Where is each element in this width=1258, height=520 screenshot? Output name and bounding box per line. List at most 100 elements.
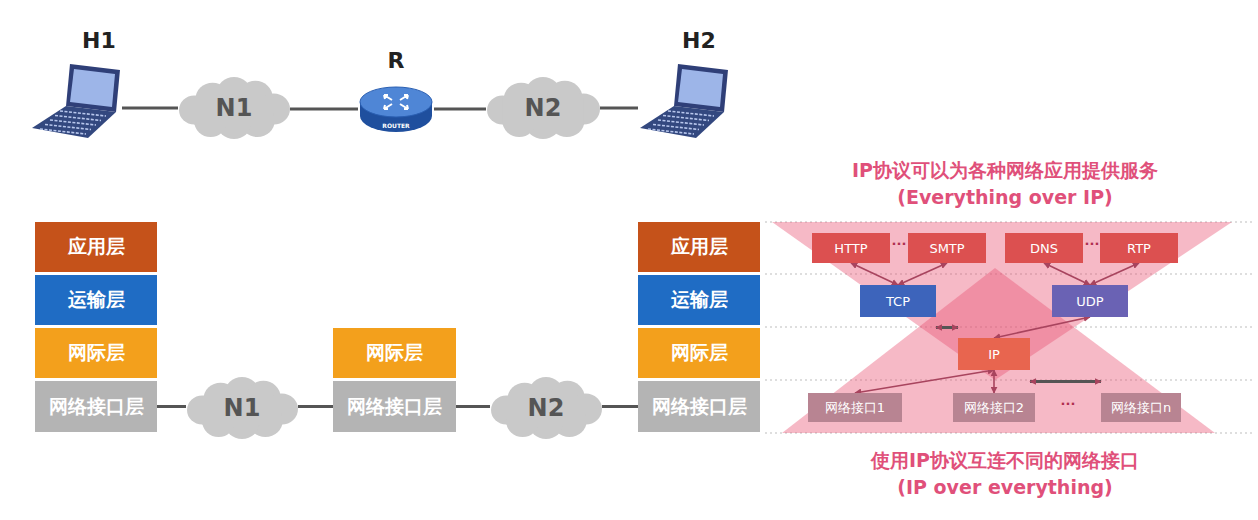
box-label: TCP [886,294,910,309]
network-link [434,108,486,111]
application-layer: 应用层 [638,222,760,272]
network-link [157,405,186,408]
protocol-arrow [898,263,947,285]
box-label: 网络接口1 [825,399,885,417]
router-arrow [400,104,408,109]
protocol-arrow [1044,263,1090,285]
cloud-label: N1 [224,394,261,422]
network-link [122,107,178,110]
network-cloud: N1 [186,376,298,440]
interface-box: 网络接口2 [953,393,1035,422]
box-label: DNS [1030,241,1058,256]
protocol-box: SMTP [908,233,986,263]
laptop-keys [658,120,704,125]
internet-layer: 网际层 [35,328,157,378]
network-link [936,326,958,329]
router-top [360,87,432,117]
ellipsis: ··· [1061,396,1076,411]
box-label: HTTP [834,241,867,256]
protocol-box: DNS [1005,233,1083,263]
box-label: 网络接口层 [347,394,442,420]
heading: (Everything over IP) [897,186,1113,208]
laptop-keys [668,111,714,116]
network-cloud: N2 [486,76,600,140]
box-label: UDP [1076,294,1103,309]
box-label: 网络接口层 [652,394,747,420]
box-label: 网络接口层 [49,394,144,420]
box-label: 网际层 [68,340,125,366]
laptop-base [640,106,724,138]
laptop-base [32,106,116,138]
host-laptop: H2 [638,62,730,140]
protocol-box: UDP [1052,285,1128,317]
network-link [1030,380,1101,383]
box-label: 网络接口n [1111,399,1171,417]
host-name: H2 [682,28,716,53]
laptop-keys [60,111,106,116]
protocol-arrow [855,370,994,393]
network-link [456,405,490,408]
laptop-screen [678,69,723,107]
laptop-screen-frame [66,64,120,112]
box-label: 运输层 [671,287,728,313]
network-cloud: N2 [490,376,602,440]
laptop-screen-frame [674,64,728,112]
network-link [600,107,638,110]
cloud-label: N2 [528,394,565,422]
network-cloud: N1 [178,76,290,140]
laptop-keys [648,129,694,134]
protocol-arrow [993,370,995,393]
protocol-arrow [1090,263,1139,285]
laptop-keys [50,120,96,125]
caption-note: 使用IP协议互连不同的网络接口 [871,448,1139,474]
transport-layer: 运输层 [638,275,760,325]
transport-layer: 运输层 [35,275,157,325]
protocol-box: RTP [1100,233,1178,263]
laptop-keys [653,125,699,130]
box-label: 网际层 [671,340,728,366]
protocol-arrow [851,263,898,285]
ellipsis: ··· [1085,236,1100,251]
box-label: RTP [1127,241,1151,256]
router-name: R [388,48,405,73]
interface-layer: 网络接口层 [35,381,157,432]
box-label: IP [988,347,1000,362]
router-icon: RROUTER [358,84,434,134]
dotted-rules [765,222,1252,433]
laptop-keys [55,116,101,121]
laptop-shape [638,62,730,140]
box-label: 运输层 [68,287,125,313]
laptop-screen [70,69,115,107]
application-layer: 应用层 [35,222,157,272]
router-caption: ROUTER [382,122,409,129]
laptop-keys [40,129,86,134]
interface-box: 网络接口1 [808,393,902,422]
router-arrow [400,95,408,100]
network-link [602,405,638,408]
protocol-box: IP [958,338,1030,370]
box-label: 应用层 [671,234,728,260]
laptop-shape [30,62,122,140]
host-name: H1 [82,28,116,53]
heading: IP协议可以为各种网络应用提供服务 [852,158,1158,184]
network-link [290,108,358,111]
laptop-keys [663,116,709,121]
ellipsis: ··· [892,236,907,251]
protocol-arrow [994,317,1090,338]
network-link [298,405,333,408]
cloud-label: N2 [525,94,562,122]
laptop-keys [45,125,91,130]
caption-note: (IP over everything) [897,476,1112,498]
protocol-box: HTTP [812,233,890,263]
box-label: 应用层 [68,234,125,260]
cloud-label: N1 [216,94,253,122]
box-label: SMTP [929,241,964,256]
box-label: 网络接口2 [964,399,1024,417]
internet-layer: 网际层 [333,328,456,378]
upright-triangle [782,268,1215,433]
router-arrow [384,95,392,100]
interface-layer: 网络接口层 [333,381,456,432]
internet-layer: 网际层 [638,328,760,378]
router-arrow [384,104,392,109]
